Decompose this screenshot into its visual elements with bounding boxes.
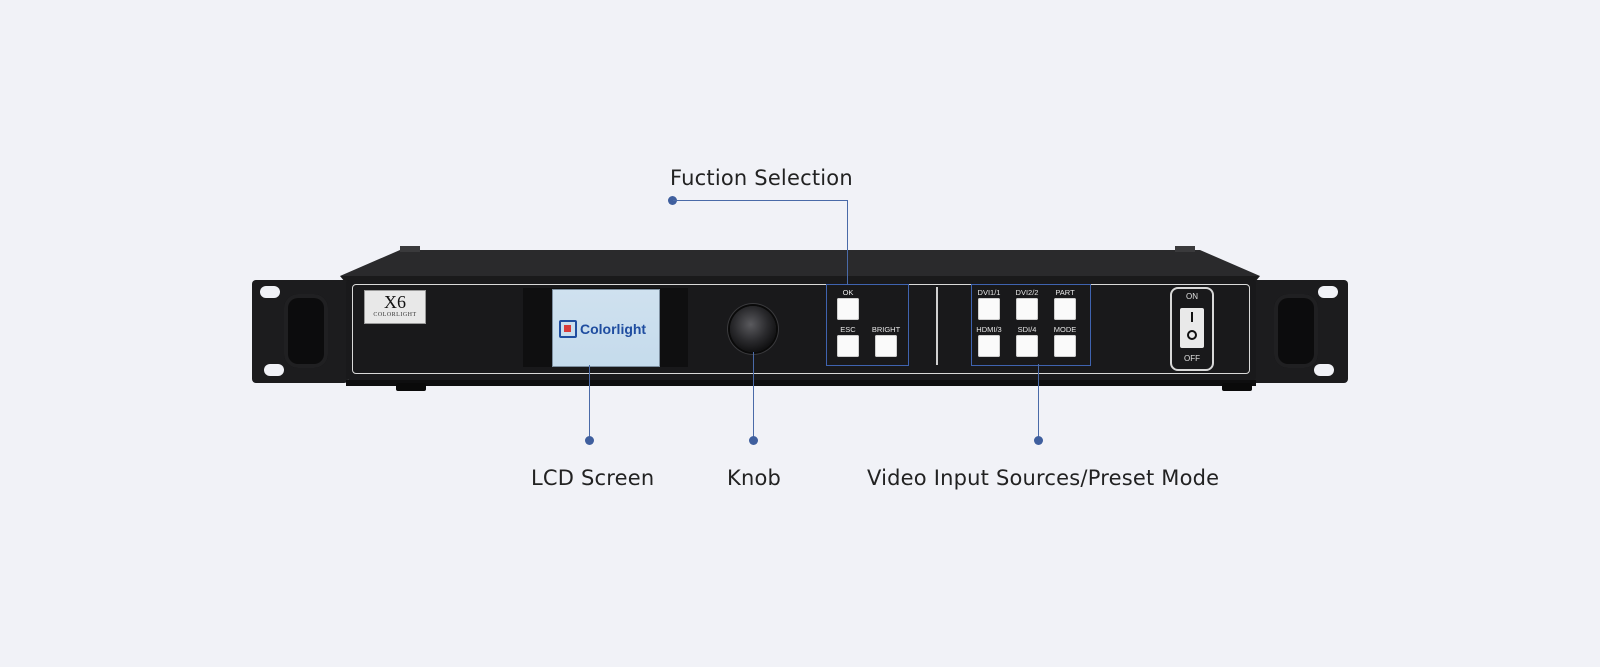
lcd-logo-text: Colorlight (580, 321, 647, 337)
function-selection-leader-h (673, 200, 848, 201)
right-foot (1222, 383, 1252, 391)
dvi2-key-label: DVI2/2 (1015, 288, 1039, 297)
mode-key-label: MODE (1053, 325, 1077, 334)
callout-function-selection: Fuction Selection (670, 166, 853, 190)
lcd-dot (585, 436, 594, 445)
power-switch-frame: ON OFF (1170, 287, 1214, 371)
model-name: X6 (384, 292, 406, 312)
power-switch[interactable] (1180, 308, 1204, 348)
device-base (346, 380, 1256, 386)
bright-button[interactable] (875, 335, 897, 357)
hdmi-key-label: HDMI/3 (976, 325, 1002, 334)
badge-brand: COLORLIGHT (373, 312, 417, 318)
switch-off-label: OFF (1184, 354, 1200, 363)
video-input-group (971, 284, 1091, 366)
esc-key-label: ESC (840, 325, 856, 334)
callout-knob: Knob (727, 466, 782, 490)
lcd-leader (589, 365, 590, 440)
right-ear-bottom-hole (1314, 364, 1334, 376)
power-on-icon (1191, 312, 1193, 322)
video-input-leader (1038, 364, 1039, 440)
left-ear-top-hole (260, 286, 280, 298)
lcd-logo: Colorlight (559, 320, 646, 338)
mode-button[interactable] (1054, 335, 1076, 357)
dvi2-button[interactable] (1016, 298, 1038, 320)
lcd-screen: Colorlight (552, 289, 660, 367)
device-top-lid (340, 246, 1260, 282)
part-button[interactable] (1054, 298, 1076, 320)
front-bezel (352, 284, 1250, 374)
hdmi-button[interactable] (978, 335, 1000, 357)
colorlight-logo-icon (559, 320, 577, 338)
rotary-knob[interactable] (730, 306, 776, 352)
ok-button[interactable] (837, 298, 859, 320)
panel-divider (936, 287, 938, 365)
sdi-button[interactable] (1016, 335, 1038, 357)
knob-leader (753, 352, 754, 440)
right-rack-ear (1252, 280, 1348, 383)
callout-video-input: Video Input Sources/Preset Mode (867, 466, 1220, 490)
dvi1-key-label: DVI1/1 (977, 288, 1001, 297)
function-selection-group (826, 284, 909, 366)
model-badge: X6 COLORLIGHT (364, 290, 426, 324)
left-ear-bottom-hole (264, 364, 284, 376)
bright-key-label: BRIGHT (871, 325, 901, 334)
right-ear-top-hole (1318, 286, 1338, 298)
switch-on-label: ON (1186, 292, 1198, 301)
esc-button[interactable] (837, 335, 859, 357)
knob-dot (749, 436, 758, 445)
sdi-key-label: SDI/4 (1017, 325, 1037, 334)
function-selection-dot (668, 196, 677, 205)
ok-key-label: OK (842, 288, 854, 297)
dvi1-button[interactable] (978, 298, 1000, 320)
left-handle (284, 294, 328, 368)
right-handle (1274, 294, 1318, 368)
front-panel (346, 280, 1256, 380)
left-foot (396, 383, 426, 391)
video-input-dot (1034, 436, 1043, 445)
left-rack-ear (252, 280, 348, 383)
callout-lcd-screen: LCD Screen (531, 466, 655, 490)
power-off-icon (1187, 330, 1197, 340)
function-selection-leader-v (847, 200, 848, 285)
part-key-label: PART (1055, 288, 1075, 297)
